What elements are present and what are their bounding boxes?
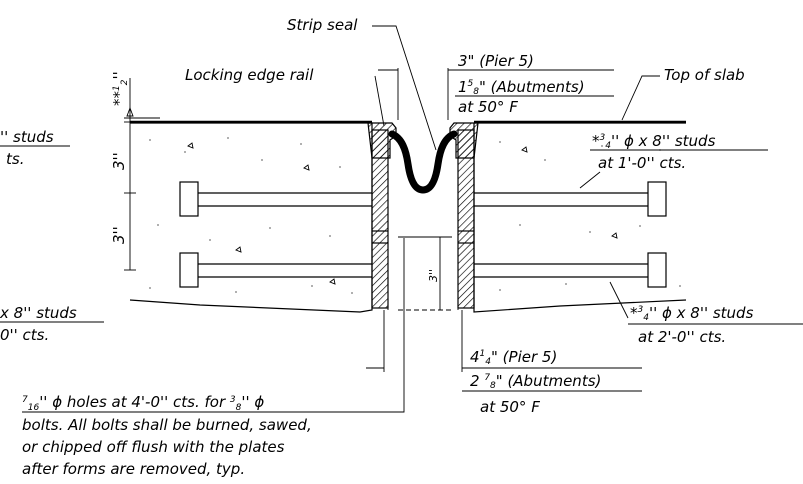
locking-rail-leader: [374, 75, 385, 127]
holes-note-line-2: bolts. All bolts shall be burned, sawed,: [22, 416, 312, 434]
left-concrete-slab: [129, 122, 373, 313]
strip-seal-label: Strip seal: [287, 16, 358, 34]
right-studs-top-leader: [579, 171, 601, 189]
left-studs-bottom-cts: 0'' cts.: [0, 326, 49, 344]
left-vertical-dimensions: [124, 78, 160, 271]
centre-dim-label: 3'': [427, 269, 440, 282]
top-dim-label: **12'': [110, 71, 130, 106]
gap-abutments-label: 158" (Abutments): [458, 78, 585, 97]
bottom-abutments-label: 2 78" (Abutments): [470, 372, 601, 391]
holes-note-leader: [22, 238, 405, 413]
bottom-pier-label: 414" (Pier 5): [470, 348, 557, 367]
top-of-slab-leader: [621, 75, 660, 121]
left-studs-top-label: '' studs: [0, 128, 54, 146]
right-stud-lower: [474, 252, 667, 288]
right-concrete-slab: [473, 122, 687, 313]
left-edge-rail-plate: [367, 122, 397, 309]
left-studs-top-cts: ts.: [6, 150, 24, 168]
strip-seal-leader: [372, 25, 437, 151]
concrete-stipple: [149, 137, 681, 294]
gap-temp-label: at 50° F: [458, 98, 518, 116]
right-studs-top-cts: at 1'-0'' cts.: [598, 154, 686, 172]
left-studs-bottom-label: x 8'' studs: [0, 304, 77, 322]
holes-note-line-1: 716'' ϕ holes at 4'-0'' cts. for 38'' ϕ: [22, 393, 264, 413]
right-stud-upper: [474, 181, 667, 217]
holes-note-line-3: or chipped off flush with the plates: [22, 438, 285, 456]
right-studs-bottom-label: *34'' ϕ x 8'' studs: [630, 304, 754, 323]
locking-edge-rail-label: Locking edge rail: [185, 66, 314, 84]
left-stud-lower: [179, 252, 372, 288]
right-edge-rail-plate: [449, 122, 479, 309]
right-studs-bottom-cts: at 2'-0'' cts.: [638, 328, 726, 346]
left-stud-upper: [179, 181, 372, 217]
strip-seal: [388, 130, 458, 194]
upper-3in-dim-label: 3'': [110, 152, 128, 170]
holes-note-line-4: after forms are removed, typ.: [22, 460, 245, 478]
gap-pier-label: 3" (Pier 5): [458, 52, 534, 70]
top-of-slab-label: Top of slab: [664, 66, 745, 84]
right-studs-top-label: *34'' ϕ x 8'' studs: [592, 132, 716, 151]
right-studs-bottom-leader: [609, 281, 629, 319]
bottom-temp-label: at 50° F: [480, 398, 540, 416]
lower-3in-dim-label: 3'': [110, 226, 128, 244]
